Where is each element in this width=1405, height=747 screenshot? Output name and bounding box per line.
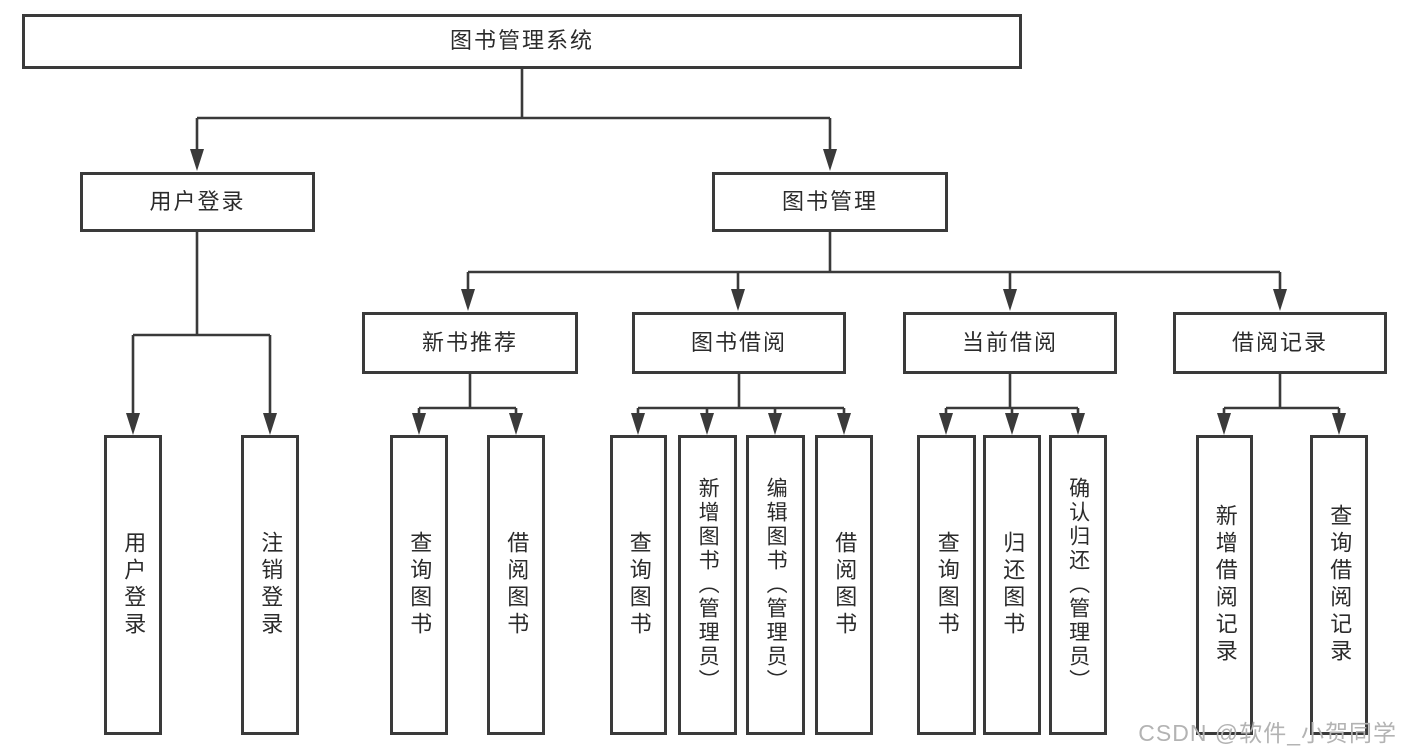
csdn-watermark: CSDN @软件_小贺同学 [1138, 720, 1397, 746]
node-leaf-bb-query-books: 查询图书 [610, 435, 667, 735]
tree-edges [131, 69, 1341, 414]
node-book-management: 图书管理 [712, 172, 948, 232]
node-user-login: 用户登录 [80, 172, 315, 232]
node-leaf-cb-return-books: 归还图书 [983, 435, 1041, 735]
node-new-book-recommend: 新书推荐 [362, 312, 578, 374]
node-leaf-cb-confirm-return-admin: 确认归还（管理员） [1049, 435, 1107, 735]
node-leaf-bb-add-books-admin: 新增图书（管理员） [678, 435, 737, 735]
node-leaf-nb-borrow-books: 借阅图书 [487, 435, 545, 735]
node-leaf-br-add-record: 新增借阅记录 [1196, 435, 1253, 735]
node-root: 图书管理系统 [22, 14, 1022, 69]
node-leaf-user-login: 用户登录 [104, 435, 162, 735]
node-current-borrow: 当前借阅 [903, 312, 1117, 374]
node-borrow-records: 借阅记录 [1173, 312, 1387, 374]
node-book-borrow: 图书借阅 [632, 312, 846, 374]
node-leaf-logout: 注销登录 [241, 435, 299, 735]
node-leaf-bb-edit-books-admin: 编辑图书（管理员） [746, 435, 805, 735]
node-leaf-br-query-record: 查询借阅记录 [1310, 435, 1368, 735]
arrowhead-icons [126, 149, 1346, 435]
node-leaf-bb-borrow-books: 借阅图书 [815, 435, 873, 735]
node-leaf-cb-query-books: 查询图书 [917, 435, 976, 735]
node-leaf-nb-query-books: 查询图书 [390, 435, 448, 735]
